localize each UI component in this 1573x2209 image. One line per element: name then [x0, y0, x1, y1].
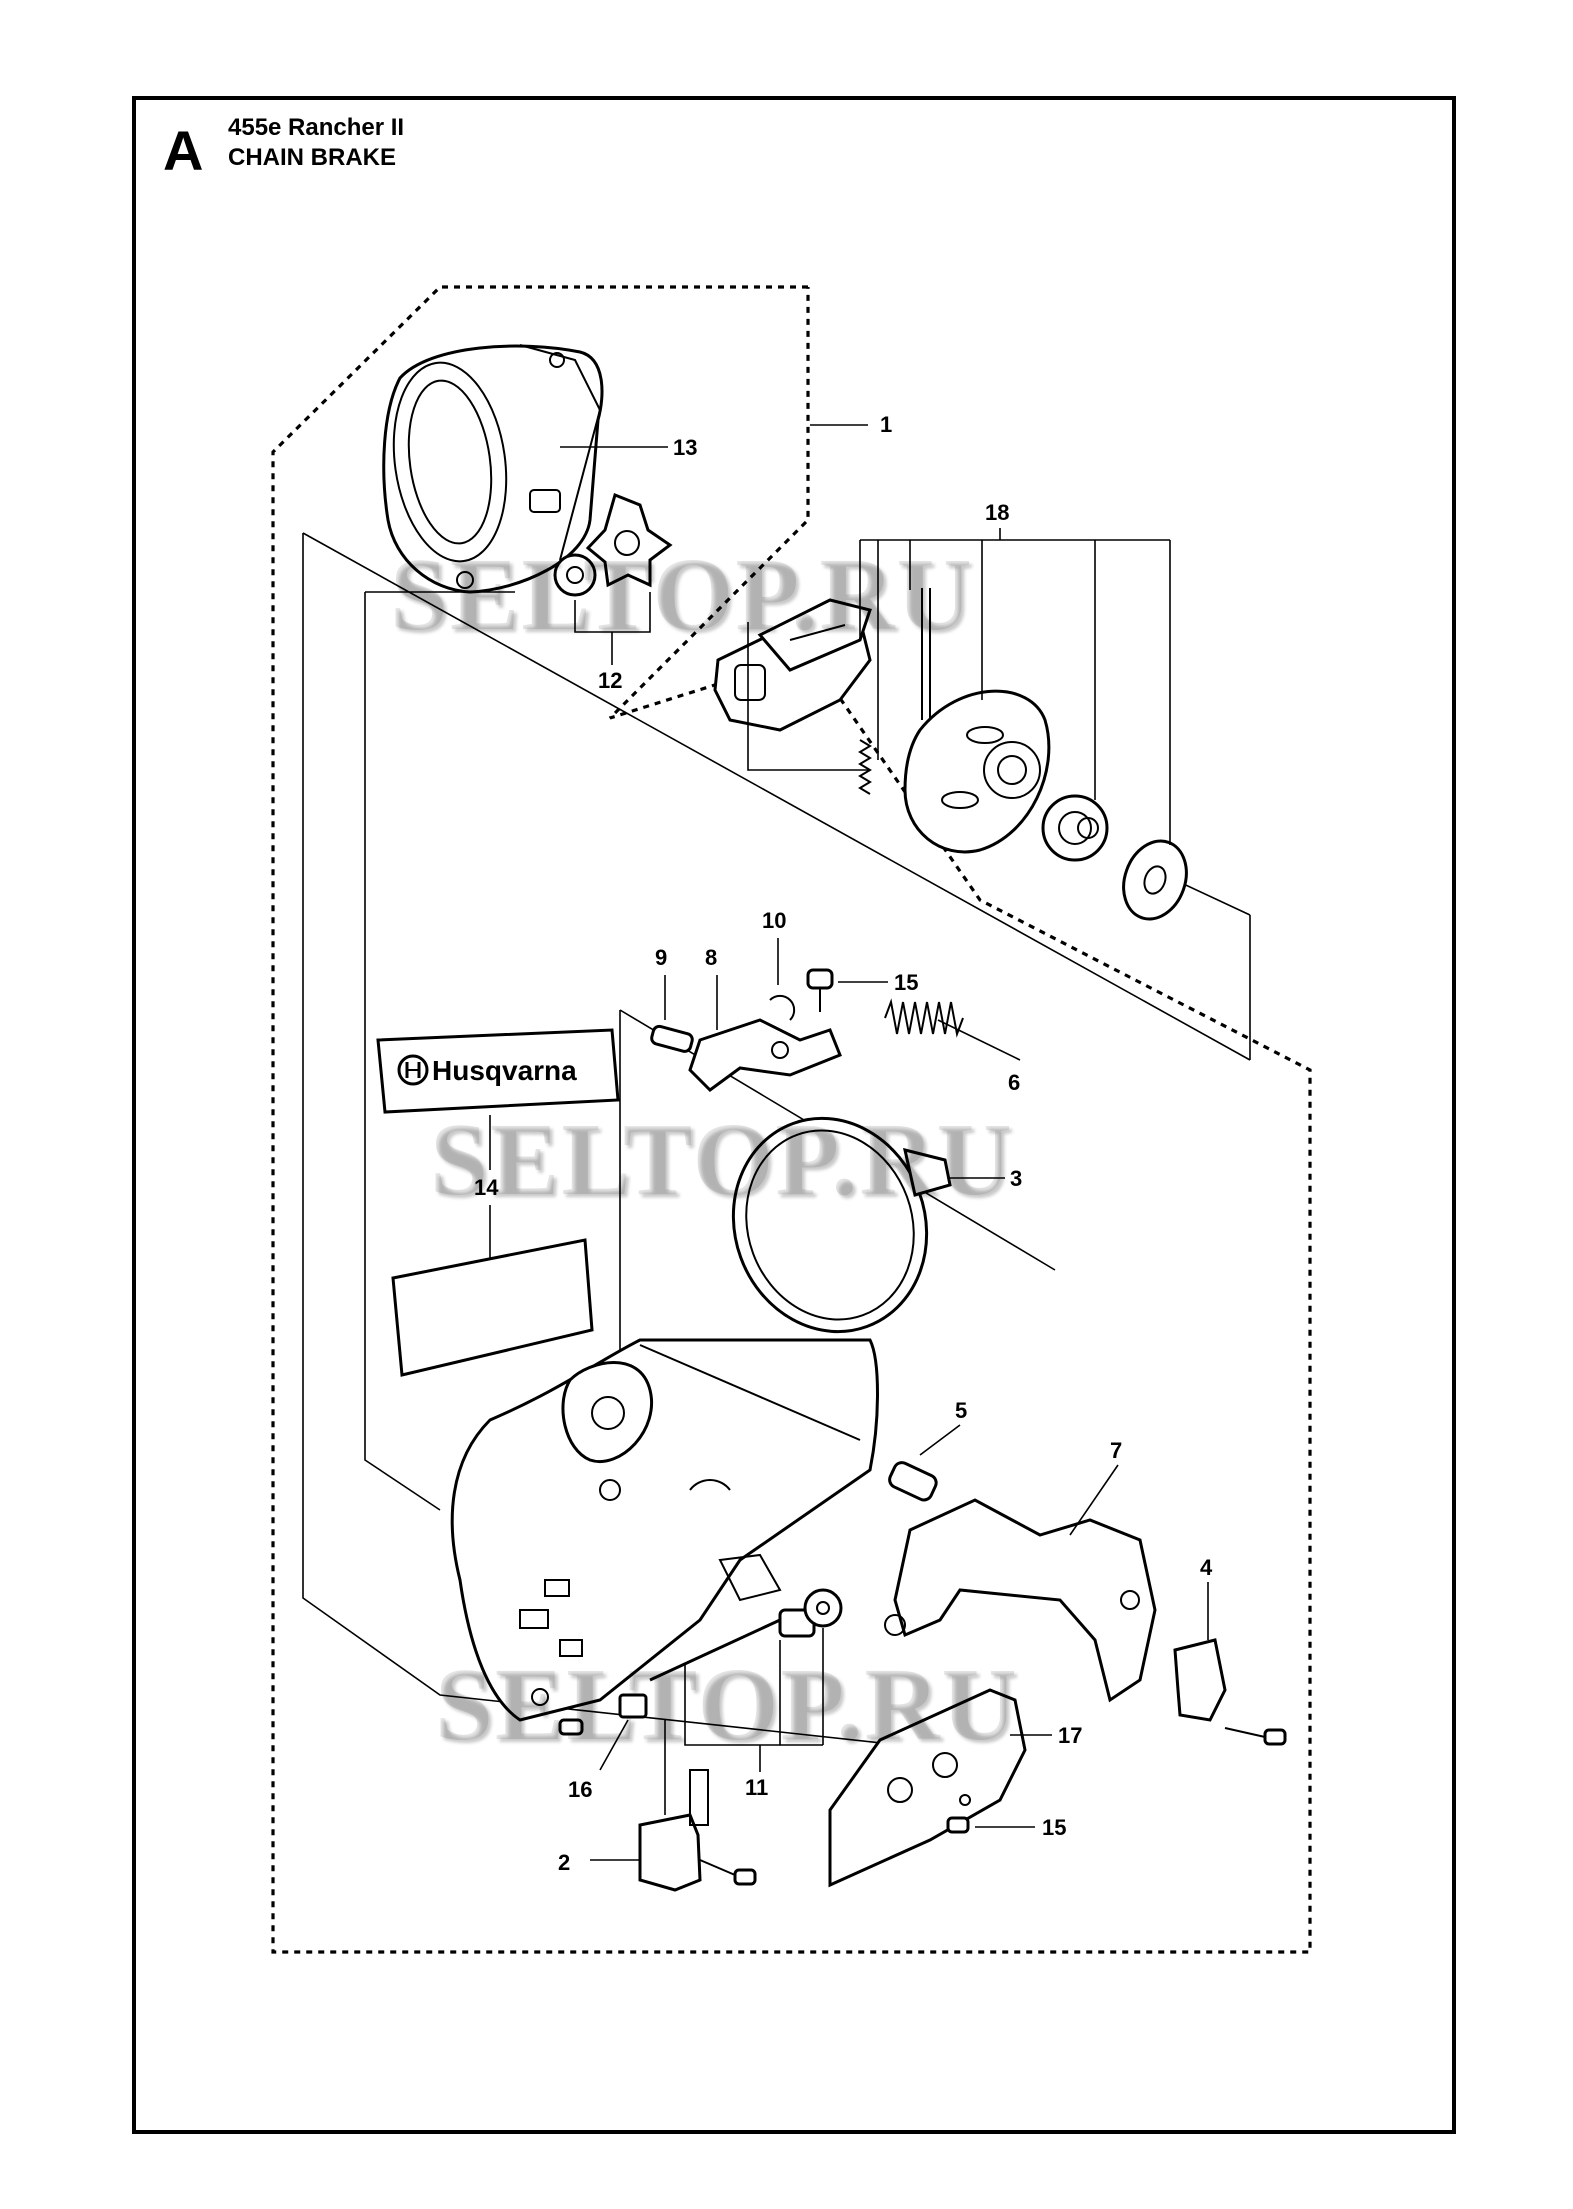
- watermark-bottom: SELTOP.RU: [435, 1647, 1019, 1762]
- part-clutch-drum: [903, 689, 1051, 854]
- part-guard-plate: [828, 1688, 1027, 1888]
- leader-7: [1069, 1464, 1119, 1536]
- callout-14: 14: [474, 1175, 499, 1200]
- watermark-top: SELTOP.RU: [390, 537, 974, 652]
- part-screw-housing: [558, 1718, 584, 1736]
- part-washer: [1122, 839, 1188, 921]
- part-small-block: [618, 1693, 648, 1719]
- part-spring-pin: [921, 588, 931, 720]
- part-chain-catcher: [1173, 1638, 1227, 1722]
- guide-box-inner: [364, 592, 441, 1511]
- callout-9: 9: [655, 945, 667, 970]
- watermark-middle: SELTOP.RU: [430, 1102, 1014, 1217]
- guide-line-washer: [1174, 879, 1251, 916]
- part-needle-bearing: [1041, 794, 1109, 862]
- callout-15-bottom: 15: [1042, 1815, 1066, 1840]
- callout-5: 5: [955, 1398, 967, 1423]
- part-brake-band: [731, 1116, 952, 1334]
- guide-box-outer: [302, 533, 901, 1746]
- part-pivot-pin: [650, 1024, 694, 1053]
- part-brake-lever: [688, 1018, 842, 1092]
- assembly-dashed-outline: [271, 285, 1312, 1954]
- guide-line-top: [302, 532, 1251, 1061]
- part-e-clip: [769, 994, 796, 1021]
- decal-blank-sticker: [391, 1238, 594, 1377]
- leader-16: [599, 1719, 629, 1771]
- callout-7: 7: [1110, 1438, 1122, 1463]
- section-letter: A: [163, 119, 204, 182]
- part-sprocket-star: [585, 492, 673, 588]
- callout-1: 1: [880, 412, 892, 437]
- part-chain-guard: [884, 1498, 1157, 1703]
- callout-8: 8: [705, 945, 717, 970]
- callout-16: 16: [568, 1777, 592, 1802]
- part-screw-plate: [946, 1816, 970, 1834]
- leader-18-a: [747, 622, 870, 771]
- part-sprocket-small: [553, 553, 597, 597]
- part-brake-bracket: [638, 1769, 709, 1892]
- leader-11-a: [684, 1640, 781, 1746]
- part-clutch-cover: [382, 344, 604, 594]
- callout-4: 4: [1200, 1555, 1213, 1580]
- husqvarna-crown-icon: [397, 1054, 429, 1086]
- part-brake-spring: [884, 998, 964, 1038]
- callout-3: 3: [1010, 1166, 1022, 1191]
- callout-2: 2: [558, 1850, 570, 1875]
- callout-6: 6: [1008, 1070, 1020, 1095]
- part-screw-bracket: [699, 1859, 757, 1886]
- diagram-title: CHAIN BRAKE: [228, 144, 396, 171]
- page-frame: [132, 96, 1456, 2134]
- part-clutch-shoe-block: [713, 598, 872, 732]
- part-brake-shaft: [649, 1588, 843, 1682]
- part-screw-top: [806, 968, 834, 1012]
- callout-15-top: 15: [894, 970, 918, 995]
- callout-13: 13: [673, 435, 697, 460]
- callout-11: 11: [745, 1775, 768, 1800]
- part-chain-brake-housing: [450, 1338, 879, 1722]
- callout-17: 17: [1058, 1723, 1082, 1748]
- callout-18: 18: [985, 500, 1009, 525]
- part-clutch-spring: [858, 739, 872, 795]
- callout-10: 10: [762, 908, 786, 933]
- leader-5: [919, 1424, 961, 1456]
- leader-6: [937, 1019, 1021, 1061]
- husqvarna-logo-text: Husqvarna: [432, 1055, 577, 1086]
- model-name: 455e Rancher II: [228, 114, 405, 141]
- decal-husqvarna-logo: [376, 1028, 620, 1114]
- part-guide-pin: [888, 1461, 938, 1502]
- callout-12: 12: [598, 668, 622, 693]
- part-screw-catcher: [1224, 1727, 1287, 1746]
